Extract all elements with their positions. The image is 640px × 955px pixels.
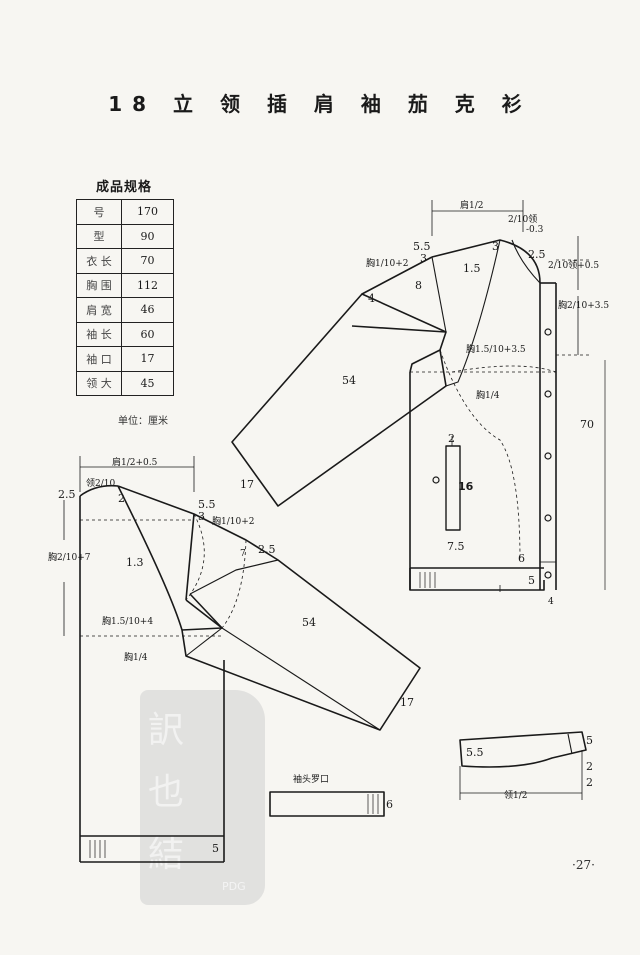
front-chest-10-2: 胸1/10+2 [366, 257, 408, 269]
back-dim-55: 5.5 [198, 498, 216, 511]
back-pt-2: 2 [118, 492, 125, 505]
front-pt-4b: 4 [548, 597, 554, 607]
front-dim-25: 2.5 [528, 248, 546, 261]
front-dim-15: 1.5 [463, 262, 481, 275]
page-title: 18 立 领 插 肩 袖 茄 克 衫 [108, 92, 532, 116]
spec-unit: 单位：厘米 [118, 416, 168, 427]
front-pt-4: 4 [368, 292, 375, 305]
back-chest-10-2: 胸1/10+2 [212, 515, 254, 527]
back-pt-3: 3 [198, 510, 205, 523]
back-sleeve-len: 54 [302, 616, 316, 629]
front-dim-75: 7.5 [447, 540, 465, 553]
front-pt-3a: 3 [420, 252, 427, 265]
back-dim-25: 2.5 [58, 488, 76, 501]
front-dim-55: 5.5 [413, 240, 431, 253]
back-collar-dim: 领2/10 [86, 477, 115, 489]
back-dim-13: 1.3 [126, 556, 144, 569]
page-number: ·27· [572, 858, 595, 872]
front-pt-6: 6 [518, 552, 525, 565]
front-collar-dim: 2/10领 [508, 213, 537, 225]
watermark-seal [140, 690, 265, 905]
collar-dim-55: 5.5 [466, 746, 484, 759]
front-chest-right: 胸2/10+3.5 [558, 299, 609, 311]
collar-pt-2a: 2 [586, 760, 593, 773]
spec-value: 46 [121, 297, 174, 323]
back-chest-15: 胸1.5/10+4 [102, 615, 153, 627]
cuff-rib-width: 6 [386, 798, 393, 811]
cuff-rib-draft [269, 791, 385, 817]
collar-pt-5: 5 [586, 734, 593, 747]
back-pt-5: 5 [212, 842, 219, 855]
front-top-dim: 肩1/2 [460, 199, 484, 211]
watermark-chars: 訳也結 [148, 710, 185, 875]
front-neck-right: 2/10领+0.5 [548, 259, 599, 271]
back-dim-25b: 2.5 [258, 543, 276, 556]
front-pocket-len: 16 [458, 480, 474, 493]
spec-label: 衣 长 [76, 248, 122, 274]
front-pt-5: 5 [528, 574, 535, 587]
collar-draft [459, 731, 587, 800]
spec-value: 60 [121, 321, 174, 347]
back-pt-7: 7 [240, 549, 246, 559]
front-cuff: 17 [240, 478, 254, 491]
front-pt-3b: 3 [492, 240, 499, 253]
back-chest-quarter: 胸1/4 [124, 651, 148, 663]
spec-value: 17 [121, 346, 174, 372]
spec-value: 70 [121, 248, 174, 274]
spec-value: 90 [121, 223, 174, 249]
front-chest-quarter: 胸1/4 [476, 389, 500, 401]
watermark-pdg: PDG [222, 880, 246, 893]
front-length: 70 [580, 418, 594, 431]
spec-label: 袖 长 [76, 321, 122, 347]
cuff-rib-caption: 袖头罗口 [293, 773, 329, 785]
front-pt-8: 8 [415, 279, 422, 292]
front-sleeve-len: 54 [342, 374, 356, 387]
back-depth: 胸2/10+7 [48, 551, 91, 563]
spec-label: 领 大 [76, 370, 122, 396]
front-pt-2: 2 [448, 432, 455, 445]
front-draft [231, 200, 606, 592]
spec-caption: 成品规格 [96, 180, 153, 195]
collar-dim: 领1/2 [504, 789, 528, 801]
front-chest-15: 胸1.5/10+3.5 [466, 343, 526, 355]
back-cuff: 17 [400, 696, 414, 709]
front-collar-minus: -0.3 [526, 225, 544, 235]
spec-value: 45 [121, 370, 174, 396]
back-top-dim: 肩1/2+0.5 [112, 456, 158, 468]
back-draft [63, 456, 421, 863]
collar-pt-2b: 2 [586, 776, 593, 789]
